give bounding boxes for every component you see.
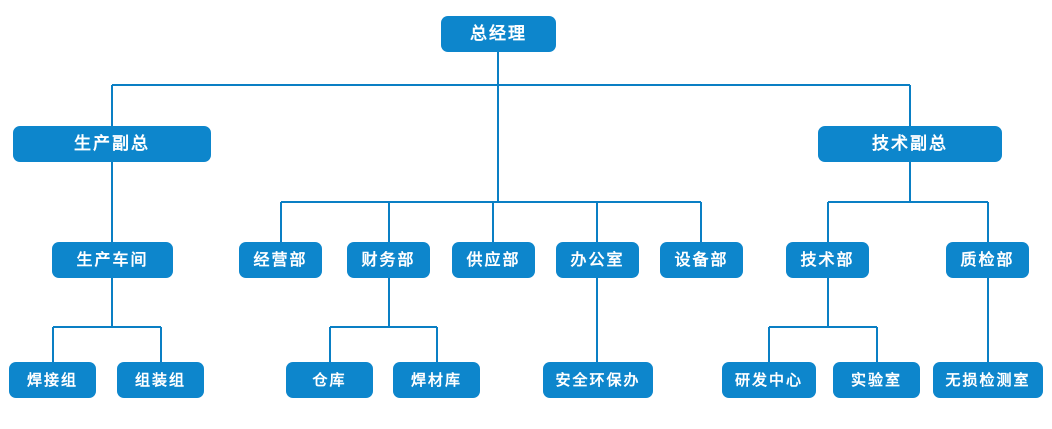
org-node-label: 安全环保办: [555, 370, 641, 389]
org-node-dept_equip[interactable]: 设备部: [660, 242, 743, 278]
org-node-label: 研发中心: [734, 370, 803, 389]
org-node-label: 实验室: [850, 370, 902, 389]
org-node-label: 生产车间: [76, 250, 149, 269]
org-node-label: 总经理: [470, 23, 527, 44]
org-node-lab[interactable]: 实验室: [833, 362, 920, 398]
org-node-label: 焊材库: [410, 370, 462, 389]
org-node-label: 生产副总: [74, 133, 150, 154]
org-node-ceo[interactable]: 总经理: [441, 16, 556, 52]
org-node-label: 办公室: [570, 250, 625, 269]
org-node-grp_asm[interactable]: 组装组: [117, 362, 204, 398]
org-node-dept_supp[interactable]: 供应部: [452, 242, 535, 278]
org-node-vp_prod[interactable]: 生产副总: [13, 126, 211, 162]
org-node-label: 组装组: [134, 370, 186, 389]
org-node-dept_oper[interactable]: 经营部: [239, 242, 322, 278]
org-node-grp_weld[interactable]: 焊接组: [9, 362, 96, 398]
org-node-label: 经营部: [253, 250, 308, 269]
org-node-workshop[interactable]: 生产车间: [52, 242, 173, 278]
org-node-label: 供应部: [466, 250, 521, 269]
org-node-label: 焊接组: [26, 370, 78, 389]
org-node-dept_qc[interactable]: 质检部: [946, 242, 1029, 278]
org-node-ndt_room[interactable]: 无损检测室: [933, 362, 1043, 398]
org-node-rd_center[interactable]: 研发中心: [722, 362, 816, 398]
org-node-label: 设备部: [674, 250, 729, 269]
org-node-label: 无损检测室: [945, 370, 1031, 389]
org-node-vp_tech[interactable]: 技术副总: [818, 126, 1002, 162]
org-node-dept_off[interactable]: 办公室: [556, 242, 639, 278]
org-node-label: 财务部: [361, 250, 416, 269]
org-node-label: 技术部: [800, 250, 855, 269]
org-node-dept_tech[interactable]: 技术部: [786, 242, 869, 278]
org-node-warehouse[interactable]: 仓库: [286, 362, 373, 398]
org-node-weld_store[interactable]: 焊材库: [393, 362, 480, 398]
org-node-label: 仓库: [312, 370, 347, 389]
org-node-label: 技术副总: [872, 133, 948, 154]
org-node-safety_env[interactable]: 安全环保办: [543, 362, 653, 398]
org-node-dept_fin[interactable]: 财务部: [347, 242, 430, 278]
org-node-label: 质检部: [960, 250, 1015, 269]
